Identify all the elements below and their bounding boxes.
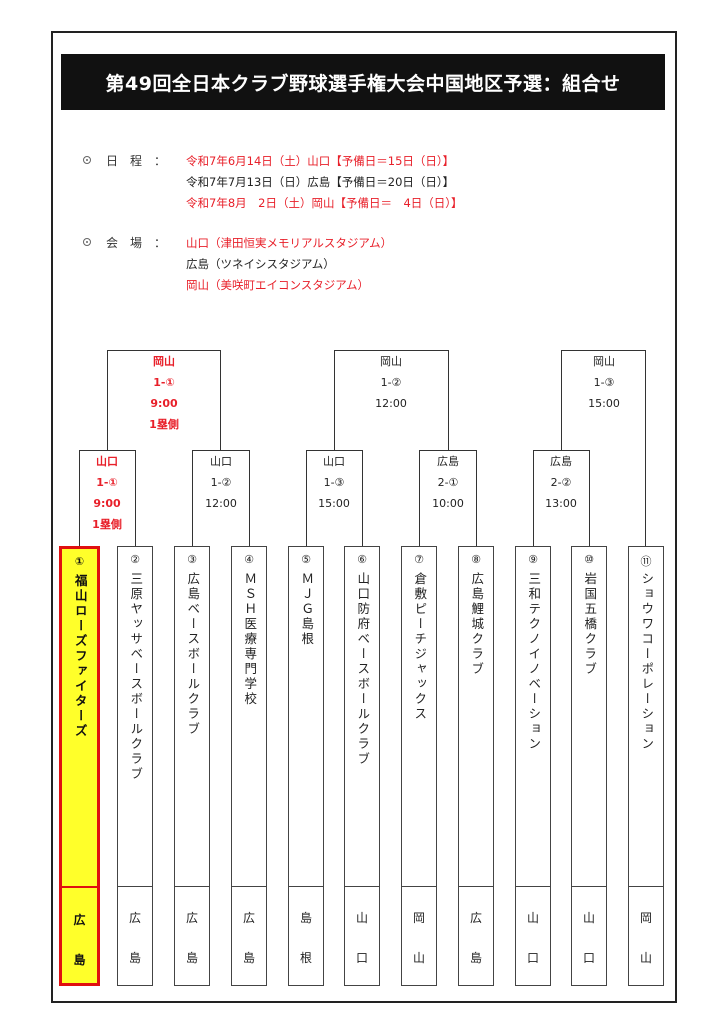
divider (232, 886, 266, 887)
venue-line-1: 山口（津田恒実メモリアルスタジアム） (186, 236, 393, 250)
divider (62, 886, 97, 888)
divider (402, 886, 436, 887)
bullet-icon (83, 156, 91, 164)
divider (516, 886, 550, 887)
team-name: 広島鯉城クラブ (469, 572, 485, 677)
team-number: ⑩ (584, 553, 594, 566)
venue-line-2: 広島（ツネイシスタジアム） (186, 257, 335, 271)
team-region-char: 島 (73, 953, 86, 967)
team-region-char: 岡 (412, 911, 425, 925)
team-region-char: 広 (128, 911, 141, 925)
team-region-char: 山 (355, 911, 368, 925)
team-name: 広島ベースボールクラブ (185, 572, 201, 737)
schedule-line-3: 令和7年8月 2日（土）岡山【予備日＝ 4日（日）】 (186, 196, 463, 210)
page-title: 第49回全日本クラブ野球選手権大会中国地区予選：組合せ (61, 54, 665, 110)
team-box-5: ⑤ ＭＪＧ島根 島 根 (288, 546, 324, 986)
divider (175, 886, 209, 887)
team-region-char: 山 (526, 911, 539, 925)
divider (572, 886, 606, 887)
team-name: 三原ヤッサベースボールクラブ (128, 572, 144, 782)
team-box-3: ③ 広島ベースボールクラブ 広 島 (174, 546, 210, 986)
team-region-char: 島 (469, 951, 482, 965)
team-box-11: ⑪ ショウワコーポレーション 岡 山 (628, 546, 664, 986)
team-name: ＭＳＨ医療専門学校 (242, 572, 258, 707)
team-name: 福山ローズファイターズ (72, 574, 88, 739)
venue-line-3: 岡山（美咲町エイコンスタジアム） (186, 278, 369, 292)
team-number: ② (130, 553, 140, 566)
team-region-char: 山 (639, 951, 652, 965)
team-box-8: ⑧ 広島鯉城クラブ 広 島 (458, 546, 494, 986)
divider (345, 886, 379, 887)
team-box-9: ⑨ 三和テクノイノベーション 山 口 (515, 546, 551, 986)
team-box-6: ⑥ 山口防府ベースボールクラブ 山 口 (344, 546, 380, 986)
team-region-char: 根 (299, 951, 312, 965)
divider (118, 886, 152, 887)
team-name: 三和テクノイノベーション (526, 572, 542, 752)
team-region-char: 山 (582, 911, 595, 925)
team-number: ⑧ (471, 553, 481, 566)
divider (459, 886, 493, 887)
team-number: ⑨ (528, 553, 538, 566)
team-region-char: 岡 (639, 911, 652, 925)
team-region-char: 口 (355, 951, 368, 965)
divider (289, 886, 323, 887)
team-region-char: 山 (412, 951, 425, 965)
team-number: ⑥ (357, 553, 367, 566)
team-region-char: 島 (242, 951, 255, 965)
team-region-char: 島 (185, 951, 198, 965)
team-number: ⑪ (640, 555, 652, 568)
team-region-char: 広 (469, 911, 482, 925)
team-name: 山口防府ベースボールクラブ (355, 572, 371, 767)
team-region-char: 島 (299, 911, 312, 925)
team-number: ⑦ (414, 553, 424, 566)
team-box-4: ④ ＭＳＨ医療専門学校 広 島 (231, 546, 267, 986)
team-name: 岩国五橋クラブ (582, 572, 598, 677)
team-box-2: ② 三原ヤッサベースボールクラブ 広 島 (117, 546, 153, 986)
team-region-char: 口 (582, 951, 595, 965)
team-region-char: 広 (242, 911, 255, 925)
divider (629, 886, 663, 887)
team-region-char: 広 (185, 911, 198, 925)
schedule-line-2: 令和7年7月13日（日）広島【予備日＝20日（日）】 (186, 175, 455, 189)
team-number: ④ (244, 553, 254, 566)
team-name: ショウワコーポレーション (639, 572, 655, 752)
bullet-icon (83, 238, 91, 246)
schedule-label: 日 程 ： (106, 154, 167, 168)
team-name: 倉敷ピーチジャックス (412, 572, 428, 722)
team-region-char: 口 (526, 951, 539, 965)
team-name: ＭＪＧ島根 (299, 572, 315, 647)
team-number: ① (74, 555, 85, 568)
team-box-1: ① 福山ローズファイターズ 広 島 (59, 546, 100, 986)
team-region-char: 島 (128, 951, 141, 965)
team-region-char: 広 (73, 913, 86, 927)
venue-label: 会 場 ： (106, 236, 167, 250)
team-number: ⑤ (301, 553, 311, 566)
schedule-line-1: 令和7年6月14日（土）山口【予備日＝15日（日）】 (186, 154, 455, 168)
team-box-7: ⑦ 倉敷ピーチジャックス 岡 山 (401, 546, 437, 986)
team-number: ③ (187, 553, 197, 566)
team-box-10: ⑩ 岩国五橋クラブ 山 口 (571, 546, 607, 986)
